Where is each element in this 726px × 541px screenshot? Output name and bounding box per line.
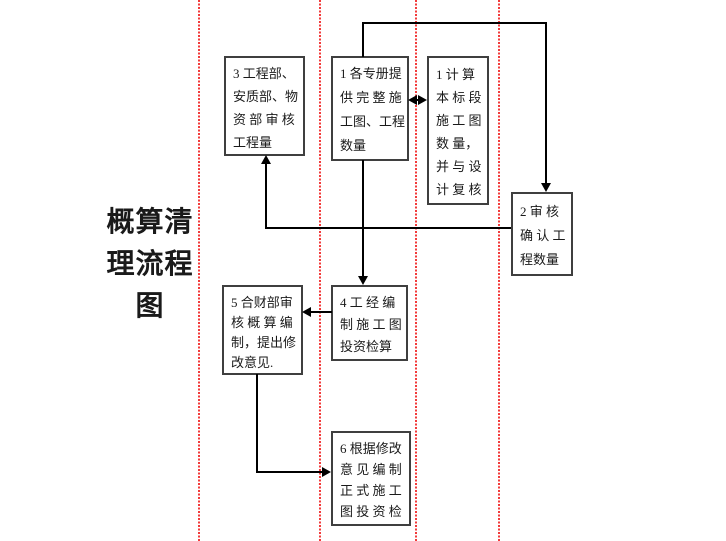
connector-4-to-5-line — [309, 311, 332, 313]
text-line: 3 工程部、 — [233, 66, 295, 81]
text-line: 供 完 整 施 — [340, 90, 402, 105]
text-line: 4 工 经 编 — [340, 295, 396, 310]
connector-5-to-6-across — [256, 471, 324, 473]
text-line: 图 — [135, 291, 165, 322]
connector-5-to-6-down — [256, 374, 258, 473]
arrowhead-up-icon — [261, 155, 271, 164]
text-line: 施 工 图 — [436, 113, 482, 128]
text-line: 核 概 算 编 — [231, 315, 293, 330]
text-line: 意 见 编 制 — [340, 462, 402, 477]
arrowhead-down-icon — [358, 276, 368, 285]
arrowhead-down-icon — [541, 183, 551, 192]
flow-box-1-calc-quantity: 1 计 算本 标 段施 工 图数 量， 并 与 设计 复 核 — [427, 56, 489, 205]
diagram-title: 概算清理流程图 — [95, 202, 205, 328]
connector-2-to-3-across — [265, 227, 511, 229]
text-line: 1 各专册提 — [340, 66, 402, 81]
text-line: 6 根据修改 — [340, 441, 402, 456]
text-line: 确 认 工 — [520, 228, 566, 243]
text-line: 制，提出修 — [231, 335, 297, 350]
connector-2-to-3-up — [265, 164, 267, 229]
text-line: 理流程 — [106, 249, 194, 280]
text-line: 制 施 工 图 — [340, 317, 402, 332]
text-line: 图 投 资 检 — [340, 504, 402, 519]
flow-box-4-compile-estimate: 4 工 经 编制 施 工 图投资检算 — [331, 285, 408, 361]
text-line: 程数量 — [520, 252, 560, 267]
text-line: 工程量 — [233, 135, 273, 150]
arrowhead-left-icon — [408, 95, 417, 105]
text-line: 正 式 施 工 — [340, 483, 402, 498]
lane-separator-2 — [319, 0, 321, 541]
flow-box-3-dept-review: 3 工程部、安质部、物资 部 审 核工程量 — [224, 56, 305, 156]
text-line: 本 标 段 — [436, 90, 482, 105]
text-line: 概算清 — [106, 207, 194, 238]
text-line: 5 合财部审 — [231, 295, 293, 310]
connector-1-to-4-down — [362, 160, 364, 277]
text-line: 数量 — [340, 138, 367, 153]
flow-box-6-final-estimate: 6 根据修改意 见 编 制正 式 施 工图 投 资 检 — [331, 431, 411, 526]
text-line: 1 计 算 — [436, 67, 476, 82]
text-line: 并 与 设 — [436, 159, 482, 174]
text-line: 数 量， — [436, 136, 479, 151]
arrowhead-left-icon — [302, 307, 311, 317]
text-line: 安质部、物 — [233, 89, 299, 104]
connector-1-to-2-down — [545, 22, 547, 185]
lane-separator-4 — [498, 0, 500, 541]
flow-box-2-confirm-quantity: 2 审 核确 认 工程数量 — [511, 192, 573, 276]
arrowhead-right-icon — [418, 95, 427, 105]
lane-separator-3 — [415, 0, 417, 541]
flow-box-5-finance-review: 5 合财部审核 概 算 编制，提出修改意见. — [222, 285, 303, 375]
text-line: 改意见. — [231, 355, 274, 370]
text-line: 资 部 审 核 — [233, 112, 295, 127]
arrowhead-right-icon — [322, 467, 331, 477]
text-line: 2 审 核 — [520, 204, 560, 219]
text-line: 计 复 核 — [436, 182, 482, 197]
connector-1-to-2-across — [362, 22, 547, 24]
text-line: 投资检算 — [340, 339, 393, 354]
flow-box-1-provide-drawings: 1 各专册提供 完 整 施工图、工程数量 — [331, 56, 409, 161]
lane-separator-1 — [198, 0, 200, 541]
connector-1-to-2-up — [362, 22, 364, 57]
text-line: 工图、工程 — [340, 114, 406, 129]
